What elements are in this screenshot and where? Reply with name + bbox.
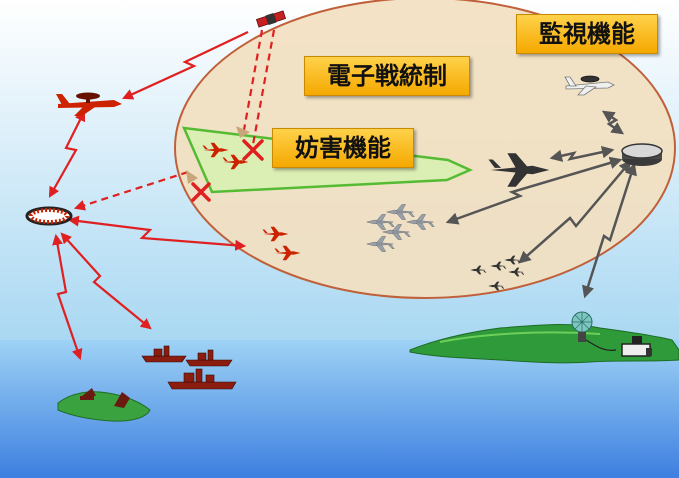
enemy-awacs-icon xyxy=(56,92,122,116)
enemy-island-icon xyxy=(80,388,130,408)
jamming-wave-marks xyxy=(186,126,250,184)
jamming-x-icon xyxy=(191,139,264,202)
friendly-ground-station xyxy=(585,336,652,357)
surveillance-function-label: 監視機能 xyxy=(516,14,658,54)
enemy-warship-icon xyxy=(141,345,237,390)
ew-control-label: 電子戦統制 xyxy=(304,56,470,96)
friendly-ground-radar-icon xyxy=(571,311,593,342)
jamming-function-label: 妨害機能 xyxy=(272,128,414,168)
hostile-links xyxy=(48,29,276,361)
enemy-radar-icon xyxy=(25,206,73,226)
friendly-links xyxy=(445,110,637,299)
satellite-icon xyxy=(255,10,287,28)
friendly-landmass xyxy=(409,324,679,364)
friendly-awacs-icon xyxy=(564,75,615,96)
command-center-icon xyxy=(621,143,663,166)
